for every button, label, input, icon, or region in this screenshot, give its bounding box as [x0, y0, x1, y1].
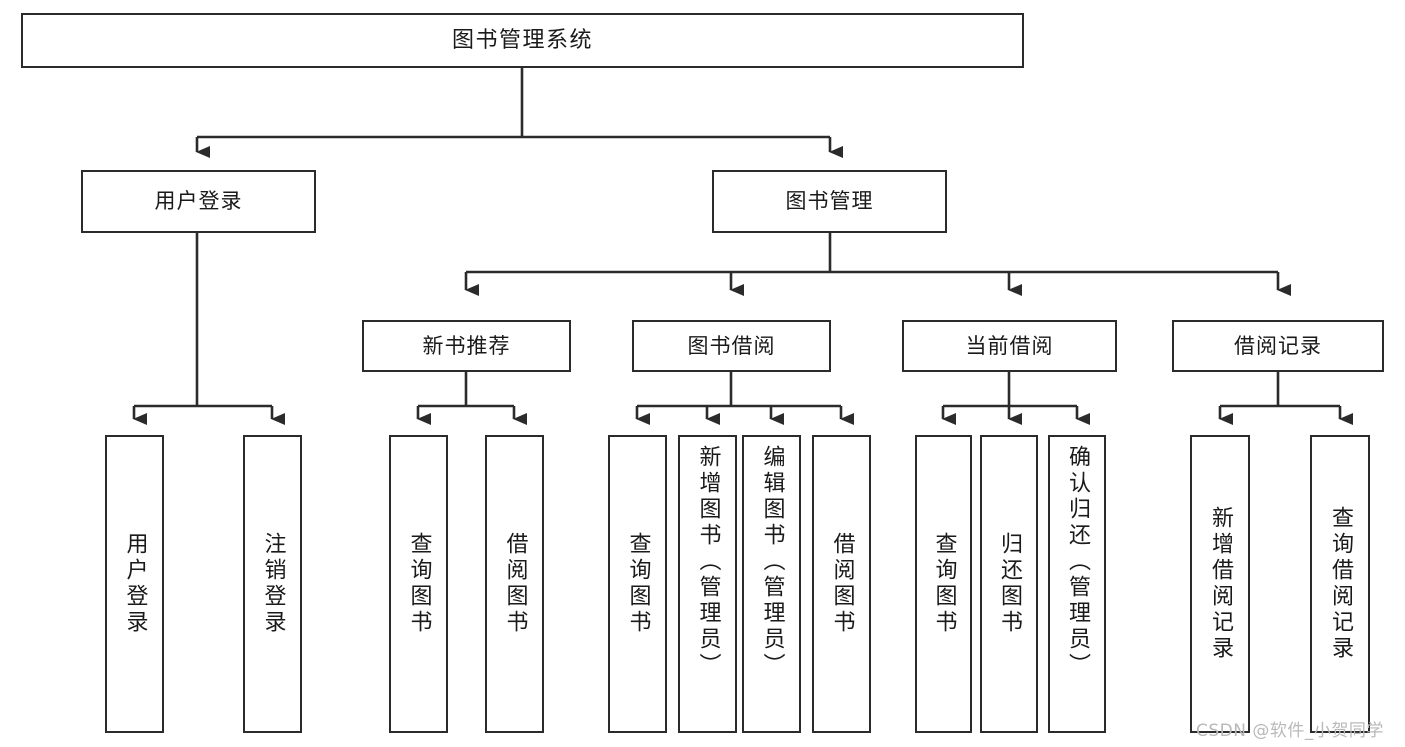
node-label: 图书管理系统	[451, 27, 593, 53]
node-book-borrow[interactable]: 图书借阅	[632, 320, 831, 372]
node-label: 借阅记录	[1234, 333, 1322, 358]
node-current-borrow[interactable]: 当前借阅	[902, 320, 1117, 372]
leaf-query-borrow-record[interactable]: 查询借阅记录	[1310, 435, 1370, 733]
leaf-borrow-book[interactable]: 借阅图书	[812, 435, 871, 733]
node-label: 编辑图书（管理员）	[759, 445, 785, 679]
node-label: 图书管理	[785, 189, 874, 214]
leaf-return-book[interactable]: 归还图书	[980, 435, 1038, 733]
node-book-management[interactable]: 图书管理	[712, 170, 947, 233]
node-label: 新增借阅记录	[1208, 506, 1233, 662]
node-label: 查询图书	[406, 532, 432, 636]
node-new-book-recommend[interactable]: 新书推荐	[362, 320, 571, 372]
node-label: 新增图书（管理员）	[695, 445, 721, 679]
node-borrow-record[interactable]: 借阅记录	[1172, 320, 1384, 372]
leaf-edit-book-admin[interactable]: 编辑图书（管理员）	[742, 435, 801, 733]
node-label: 借阅图书	[829, 532, 855, 636]
leaf-query-book-recommend[interactable]: 查询图书	[389, 435, 448, 733]
leaf-query-book-current[interactable]: 查询图书	[915, 435, 972, 733]
node-label: 用户登录	[154, 189, 243, 214]
node-label: 借阅图书	[502, 532, 528, 636]
node-label: 新书推荐	[422, 333, 511, 358]
node-label: 当前借阅	[965, 333, 1054, 358]
node-label: 查询借阅记录	[1328, 506, 1353, 662]
leaf-query-book-borrow[interactable]: 查询图书	[608, 435, 667, 733]
leaf-user-login[interactable]: 用户登录	[105, 435, 164, 733]
node-label: 确认归还（管理员）	[1065, 445, 1090, 679]
leaf-logout-login[interactable]: 注销登录	[243, 435, 302, 733]
node-label: 图书借阅	[687, 333, 776, 358]
node-label: 用户登录	[122, 532, 148, 636]
node-root-book-management-system[interactable]: 图书管理系统	[21, 13, 1024, 68]
node-label: 查询图书	[931, 532, 957, 636]
leaf-borrow-book-recommend[interactable]: 借阅图书	[485, 435, 544, 733]
leaf-add-borrow-record[interactable]: 新增借阅记录	[1190, 435, 1250, 733]
node-user-login[interactable]: 用户登录	[81, 170, 316, 233]
leaf-confirm-return-admin[interactable]: 确认归还（管理员）	[1048, 435, 1106, 733]
node-label: 注销登录	[260, 532, 286, 636]
leaf-add-book-admin[interactable]: 新增图书（管理员）	[678, 435, 737, 733]
node-label: 归还图书	[997, 532, 1022, 636]
node-label: 查询图书	[625, 532, 651, 636]
csdn-watermark: CSDN @软件_小贺同学	[1196, 721, 1384, 741]
